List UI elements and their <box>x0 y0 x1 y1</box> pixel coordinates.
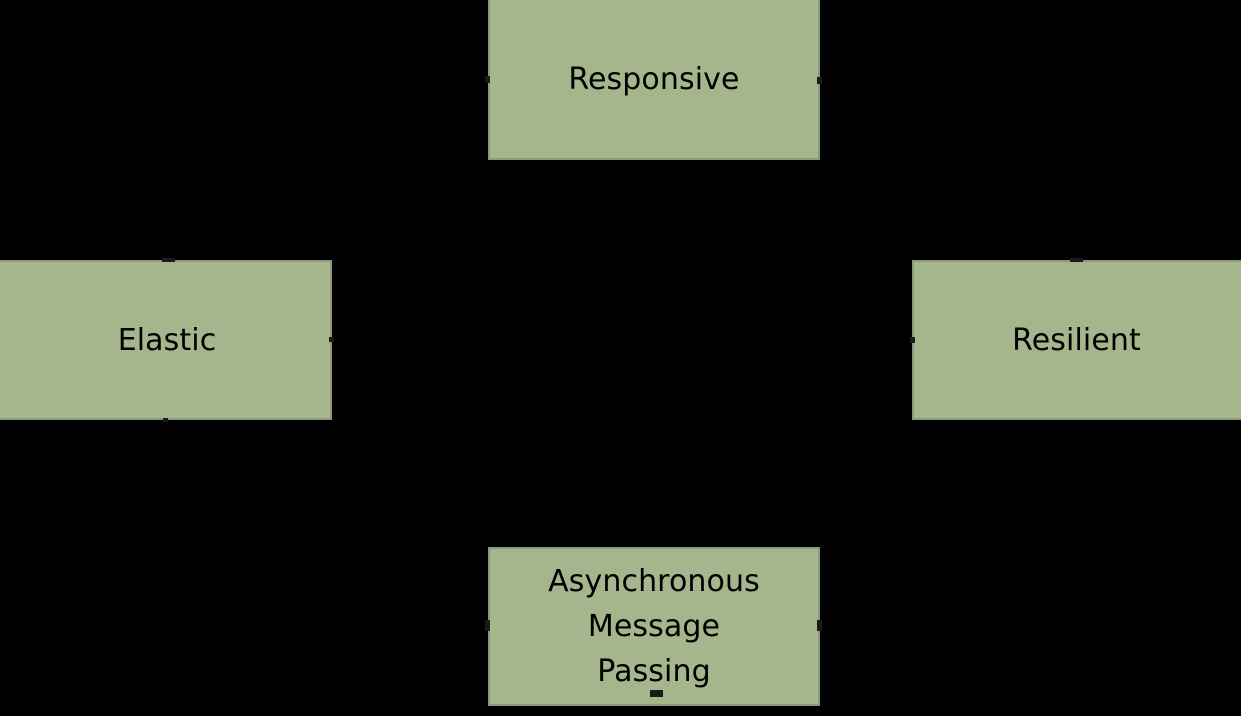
node-resilient-label: Resilient <box>1012 322 1141 358</box>
node-resilient[interactable]: Resilient <box>912 260 1241 420</box>
node-responsive-label: Responsive <box>568 61 740 97</box>
connector-async-to-elastic <box>167 418 541 549</box>
connector-resilient-to-async <box>817 379 914 629</box>
connector-elastic-to-async <box>330 379 488 629</box>
node-responsive[interactable]: Responsive <box>488 0 820 160</box>
node-asynchronous-message-passing-label: Asynchronous Message Passing <box>548 564 760 689</box>
connector-elastic-to-responsive <box>330 77 488 301</box>
node-asynchronous-message-passing[interactable]: Asynchronous Message Passing <box>488 547 820 706</box>
connector-async-to-resilient <box>769 420 1079 549</box>
node-elastic-label: Elastic <box>117 322 217 358</box>
connector-resilient-to-responsive <box>818 77 914 301</box>
node-elastic[interactable]: Elastic <box>0 260 332 420</box>
